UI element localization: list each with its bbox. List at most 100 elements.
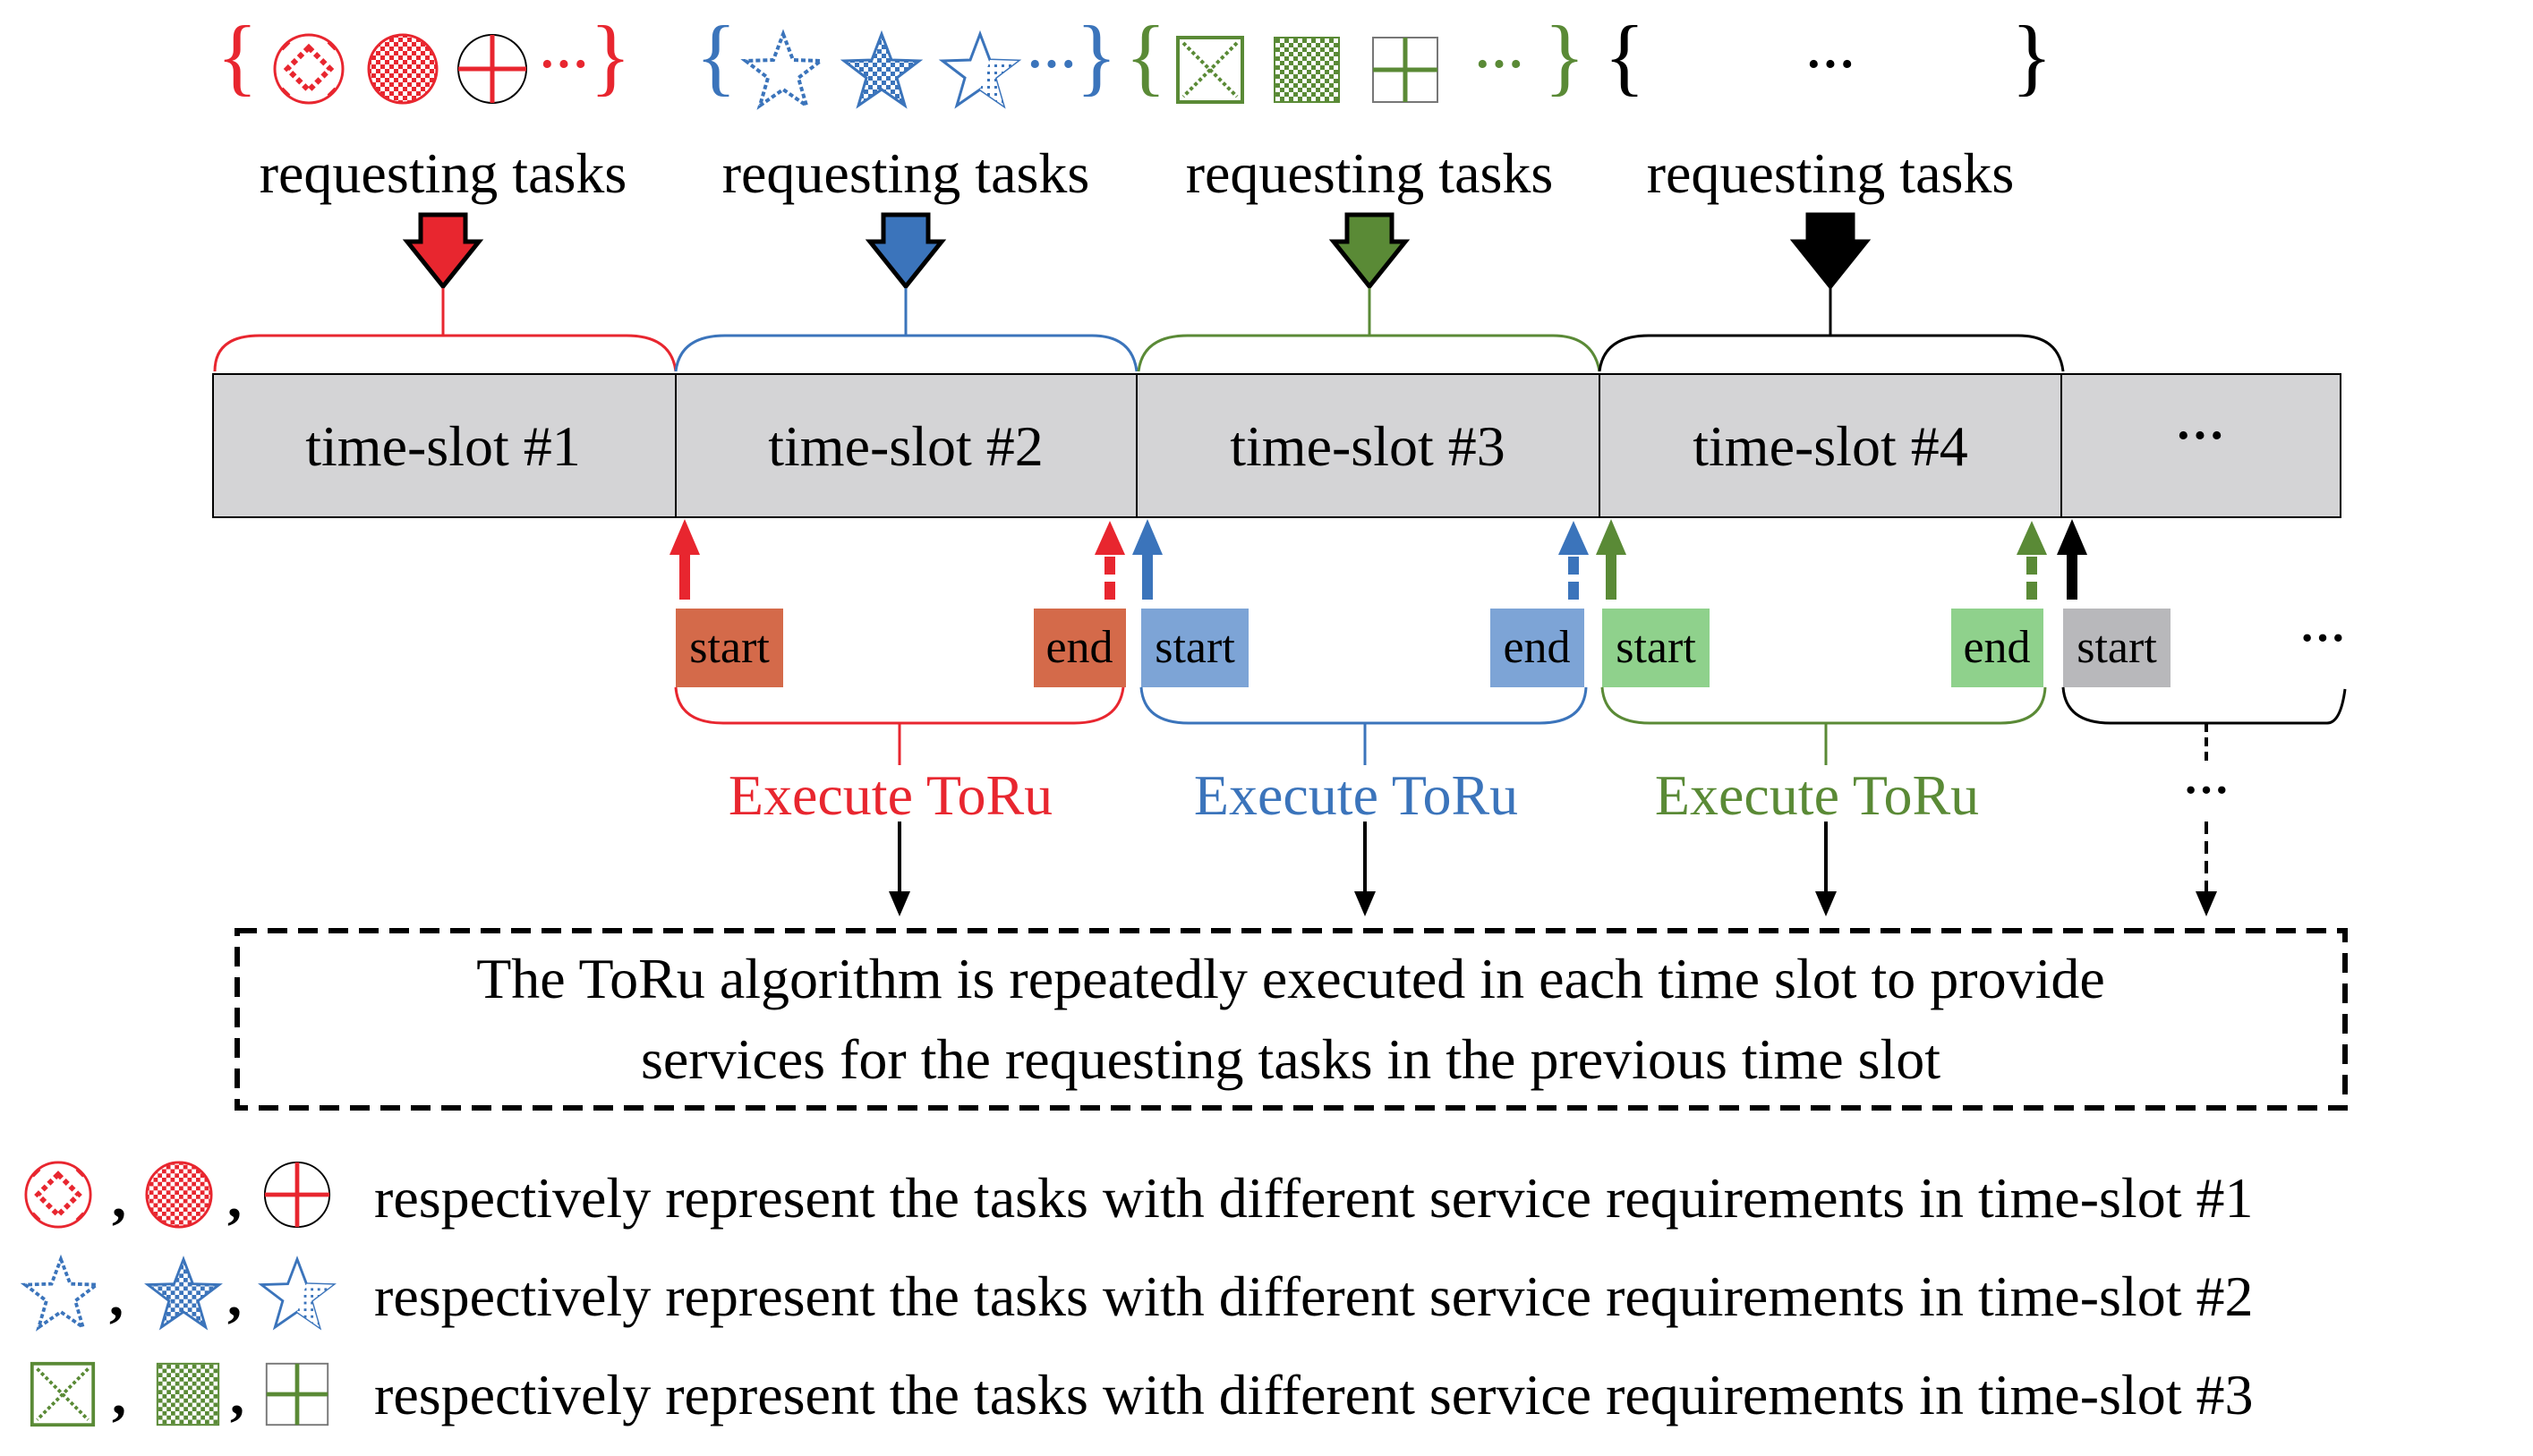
time-slot-4: time-slot #4 [1693, 414, 1968, 478]
execution-bracket [674, 686, 1125, 725]
down-arrow-icon [2196, 891, 2217, 916]
slot-bracket [1598, 334, 2065, 372]
end-label: end [1045, 622, 1113, 673]
slot-bracket [213, 334, 678, 372]
brace-close: } [590, 8, 631, 104]
task-group-2: { ··· } requesting tasks [674, 8, 1139, 372]
star-half-icon [260, 1257, 335, 1329]
time-slot-3: time-slot #3 [1230, 414, 1505, 478]
down-arrow-icon [1328, 212, 1411, 291]
brace-open: { [695, 8, 737, 104]
task-group-3: { ··· } requesting tasks [1125, 8, 1601, 372]
timeline-bar: time-slot #1 time-slot #2 time-slot #3 t… [212, 373, 2341, 518]
circle-cross-icon [265, 1162, 329, 1227]
time-slot-1: time-slot #1 [305, 414, 581, 478]
tasks-ellipsis: ··· [1027, 37, 1077, 92]
end-label: end [1963, 622, 2030, 673]
up-arrow-icon [1132, 519, 1163, 555]
start-box [2063, 609, 2171, 687]
task-group-4: { ··· } requesting tasks [1598, 8, 2065, 372]
requesting-tasks-label: requesting tasks [1647, 141, 2015, 205]
execute-toru-label: Execute ToRu [1655, 763, 1979, 827]
brace-close: } [1076, 8, 1117, 104]
end-ellipsis: ··· [2299, 613, 2346, 664]
slot-bracket [674, 334, 1139, 372]
down-arrow-icon [402, 212, 484, 291]
end-label: end [1503, 622, 1570, 673]
legend-comma: , [230, 1363, 244, 1426]
up-arrow-icon [1095, 521, 1125, 555]
circle-cross-icon [458, 35, 526, 103]
execution-bracket [1600, 686, 2047, 725]
brace-open: { [217, 8, 258, 104]
down-arrow-icon [1354, 891, 1376, 916]
slot-bracket [1137, 334, 1601, 372]
legend-row-3: , , respectively represent the tasks wit… [30, 1361, 2253, 1427]
star-outline-icon [23, 1257, 98, 1329]
start-label: start [689, 622, 770, 673]
brace-open: { [1125, 8, 1166, 104]
legend-row-1: , , respectively represent the tasks wit… [26, 1161, 2253, 1230]
brace-open: { [1604, 8, 1645, 104]
start-label: start [2077, 622, 2157, 673]
execute-toru-label: Execute ToRu [1194, 763, 1518, 827]
brace-close: } [2011, 8, 2052, 104]
execute-ellipsis: ··· [2183, 765, 2230, 816]
requesting-tasks-label: requesting tasks [722, 141, 1090, 205]
legend-comma: , [112, 1166, 126, 1230]
tasks-ellipsis: ··· [1805, 37, 1855, 92]
up-arrow-icon [2017, 521, 2047, 555]
requesting-tasks-label: requesting tasks [260, 141, 627, 205]
execution-4: start ··· ··· [2057, 519, 2347, 916]
note-box: The ToRu algorithm is repeatedly execute… [235, 928, 2348, 1111]
end-box [1034, 609, 1126, 687]
square-checker-icon [1274, 37, 1340, 103]
legend-comma: , [227, 1264, 242, 1328]
execution-1: start end Execute ToRu [669, 519, 1126, 916]
square-x-icon [30, 1361, 96, 1427]
star-outline-icon [744, 32, 823, 107]
square-x-icon [1176, 36, 1244, 104]
up-arrow-icon [1596, 519, 1626, 555]
legend-text-3: respectively represent the tasks with di… [374, 1363, 2253, 1426]
up-arrow-icon [669, 519, 700, 555]
legend-row-2: , , respectively represent the tasks wit… [23, 1257, 2253, 1329]
legend-comma: , [227, 1166, 242, 1230]
requesting-tasks-label: requesting tasks [1186, 141, 1554, 205]
legend-text-2: respectively represent the tasks with di… [374, 1264, 2253, 1328]
circle-checker-icon [367, 33, 439, 105]
star-checker-icon [842, 32, 921, 107]
execution-bracket [1139, 686, 1588, 725]
start-label: start [1155, 622, 1235, 673]
end-box [1490, 609, 1584, 687]
down-arrow-icon [865, 212, 947, 291]
tasks-ellipsis: ··· [1474, 37, 1524, 92]
start-label: start [1616, 622, 1696, 673]
note-line-2: services for the requesting tasks in the… [641, 1027, 1940, 1091]
note-line-1: The ToRu algorithm is repeatedly execute… [476, 947, 2105, 1010]
circle-checker-icon [145, 1161, 213, 1229]
brace-close: } [1544, 8, 1585, 104]
end-box [1951, 609, 2043, 687]
start-box [676, 609, 783, 687]
task-group-1: { ··· } requesting tasks [213, 8, 678, 372]
legend-comma: , [112, 1363, 126, 1426]
square-cross-icon [1373, 38, 1437, 102]
circle-diamond-icon [275, 35, 343, 103]
execution-2: start end Execute ToRu [1132, 519, 1589, 916]
execution-3: start end Execute ToRu [1596, 519, 2047, 916]
up-arrow-icon [2057, 519, 2087, 555]
star-half-icon [941, 32, 1019, 107]
execute-toru-label: Execute ToRu [729, 763, 1053, 827]
square-checker-icon [156, 1362, 220, 1426]
up-arrow-icon [1558, 521, 1589, 555]
legend-comma: , [109, 1264, 124, 1328]
legend-text-1: respectively represent the tasks with di… [374, 1166, 2253, 1230]
square-cross-icon [267, 1364, 328, 1425]
execution-bracket [2061, 686, 2347, 725]
time-slot-2: time-slot #2 [768, 414, 1044, 478]
tasks-ellipsis: ··· [539, 37, 589, 92]
star-checker-icon [146, 1257, 221, 1329]
start-box [1141, 609, 1249, 687]
